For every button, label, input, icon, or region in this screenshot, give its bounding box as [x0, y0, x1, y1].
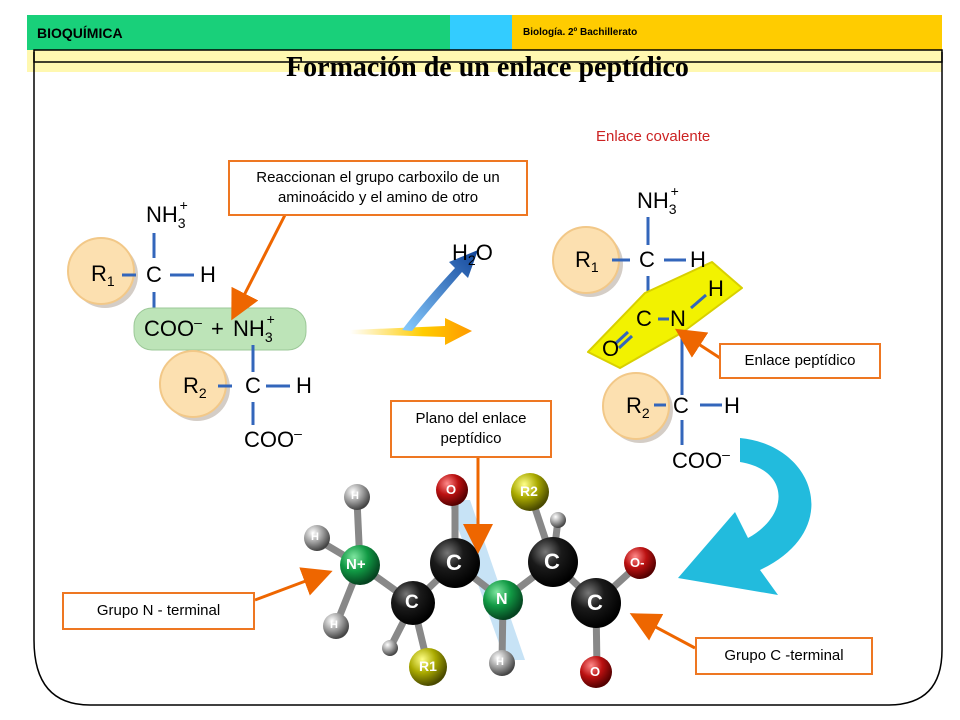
aa2-hydrogen: H [296, 373, 312, 398]
model-h-1: H [351, 490, 359, 502]
model-h-4: H [496, 656, 504, 668]
aa1-carboxyl: COO– [144, 314, 202, 341]
react-arrow [231, 214, 287, 321]
c-terminal-callout: Grupo C -terminal [695, 637, 873, 675]
dipeptide-hydrogen-1: H [690, 247, 706, 272]
n-terminal-callout: Grupo N - terminal [62, 592, 255, 630]
water-product: H2O [452, 240, 493, 268]
model-c-carbonyl: C [446, 550, 462, 575]
model-n-terminal-atom: N+ [346, 556, 366, 573]
reaction-arrow [350, 250, 478, 345]
peptide-bond-arrow [674, 328, 721, 360]
n-terminal-arrow [254, 567, 333, 602]
dipeptide-amide-hydrogen: H [708, 276, 724, 301]
reacting-groups: COO– + NH3+ [144, 311, 275, 345]
model-o-terminal: O- [630, 555, 645, 570]
amino-acid-1 [67, 233, 194, 312]
model-c-alpha-2: C [544, 549, 560, 574]
dipeptide-r1: R1 [575, 247, 599, 275]
model-r2: R2 [520, 483, 538, 499]
header-course: Biología. 2º Bachillerato [523, 27, 638, 38]
model-h-3: H [330, 619, 338, 631]
header-subject: BIOQUÍMICA [37, 25, 123, 41]
aa2-alpha-carbon: C [245, 373, 261, 398]
header-accent-bar [450, 15, 512, 50]
model-o-1: O [446, 482, 457, 497]
model-c-alpha-1: C [405, 592, 419, 613]
transition-arrow [678, 438, 812, 595]
reaction-callout: Reaccionan el grupo carboxilo de un amin… [228, 160, 528, 216]
aa2-amino-group: NH3+ [233, 311, 275, 345]
dipeptide-carbon-1: C [639, 247, 655, 272]
aa1-r-group: R1 [91, 261, 115, 289]
dipeptide-carboxyl: COO– [672, 446, 730, 473]
slide-title: Formación de un enlace peptídico [286, 52, 689, 83]
model-n-atom: N [496, 591, 508, 608]
header-subject-bar [27, 15, 450, 50]
reacting-groups-highlight [133, 307, 307, 351]
model-h-2: H [311, 531, 319, 543]
aa1-amino-group: NH3+ [146, 197, 188, 231]
covalent-bond-label: Enlace covalente [596, 128, 711, 145]
aa1-alpha-carbon: C [146, 262, 162, 287]
plane-callout: Plano del enlace peptídico [390, 400, 552, 458]
aa1-hydrogen: H [200, 262, 216, 287]
callout-arrows [231, 214, 721, 650]
model-o-2: O [590, 664, 601, 679]
peptide-bond-callout: Enlace peptídico [719, 343, 881, 379]
dipeptide-carbon-2: C [673, 393, 689, 418]
model-r1: R1 [419, 658, 437, 674]
aa2-carboxyl: COO– [244, 425, 302, 452]
amino-acid-2 [159, 345, 290, 425]
c-terminal-arrow [629, 613, 696, 650]
dipeptide-amide-nitrogen: N [670, 306, 686, 331]
title-highlight [27, 50, 942, 72]
dipeptide-r2: R2 [626, 393, 650, 421]
dipeptide [552, 217, 743, 445]
plus-sign: + [211, 316, 224, 341]
slide-frame [33, 52, 943, 706]
title-box-frame [33, 49, 943, 63]
header-course-bar [512, 15, 942, 50]
dipeptide-carbonyl-carbon: C [636, 306, 652, 331]
ball-stick-model [304, 473, 656, 688]
dipeptide-carbonyl-oxygen: O [602, 336, 620, 361]
aa2-r-group: R2 [183, 373, 207, 401]
dipeptide-amino-group: NH3+ [637, 183, 679, 217]
dipeptide-hydrogen-2: H [724, 393, 740, 418]
model-c-terminal: C [587, 590, 603, 615]
